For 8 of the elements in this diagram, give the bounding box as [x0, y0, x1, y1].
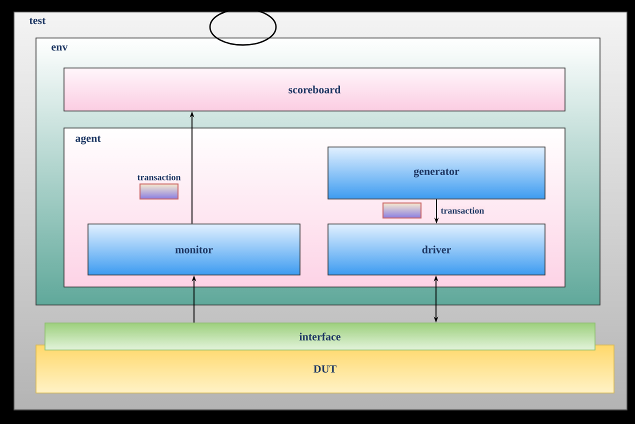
- interface-bar: interface: [44, 322, 596, 350]
- generator-box: generator: [328, 146, 546, 200]
- driver-box: driver: [328, 224, 546, 276]
- transaction-label: transaction: [137, 174, 181, 180]
- monitor-box: monitor: [88, 224, 300, 276]
- transaction-packet: [382, 202, 422, 218]
- scoreboard-box: scoreboard: [64, 68, 566, 112]
- transaction-packet: [140, 184, 178, 200]
